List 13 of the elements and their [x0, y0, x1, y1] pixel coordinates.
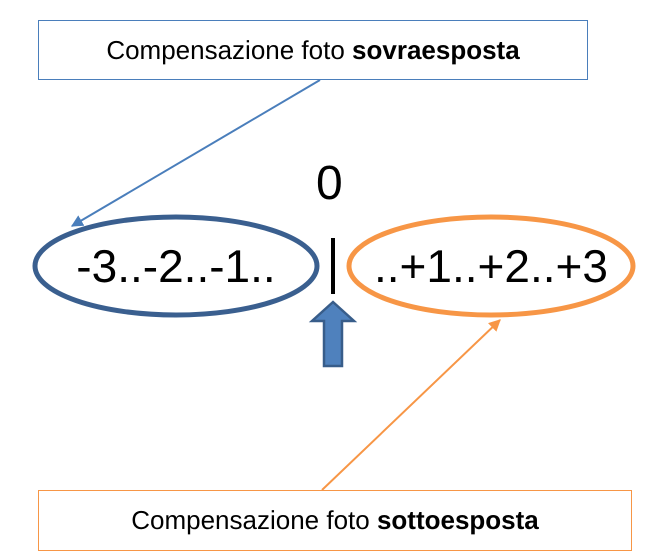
- ellipse: [346, 214, 636, 318]
- scale-values: ..+1..+2..+3: [374, 239, 608, 293]
- block-arrow: [308, 300, 358, 368]
- scale-values: -3..-2..-1..: [76, 239, 276, 293]
- zero-mark: [331, 238, 335, 294]
- zero-label: 0: [316, 160, 343, 208]
- leader-arrow: [70, 79, 320, 227]
- callout-box: [38, 20, 588, 80]
- callout-text: Compensazione foto sovraesposta: [106, 34, 520, 66]
- callout-box: [38, 490, 632, 551]
- ellipse: [32, 214, 320, 318]
- callout-text: Compensazione foto sottoesposta: [131, 505, 539, 536]
- leader-arrow: [321, 319, 501, 491]
